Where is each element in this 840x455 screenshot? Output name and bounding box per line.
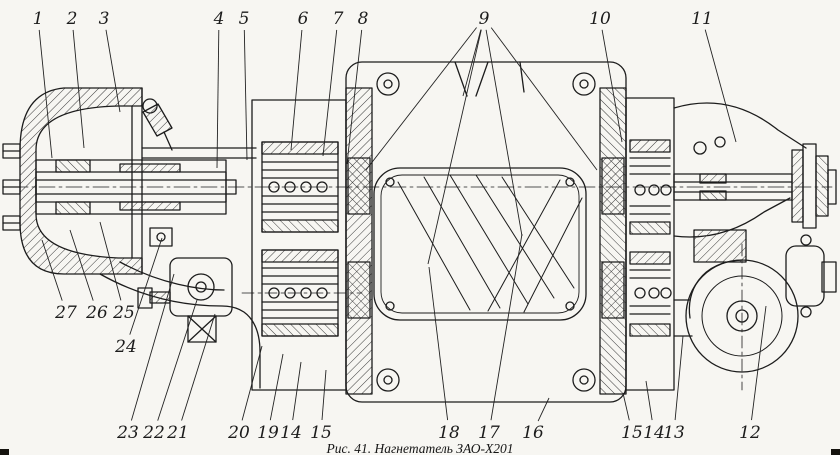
callout-label: 15	[621, 423, 643, 443]
leader-line	[346, 29, 363, 165]
callout-label: 20	[227, 423, 250, 443]
oil-line	[141, 147, 257, 159]
leader-line	[462, 29, 482, 97]
leader-line	[645, 380, 653, 421]
scan-artifact-right	[831, 449, 840, 455]
leader-line	[490, 27, 598, 171]
callout-label: 8	[358, 9, 369, 29]
callout-label: 5	[239, 9, 250, 29]
leader-line	[72, 29, 85, 149]
callout-label: 14	[643, 423, 665, 443]
leader-line	[241, 345, 263, 421]
leader-line	[130, 273, 175, 421]
callout-label: 26	[85, 303, 108, 323]
leader-line	[674, 335, 684, 421]
callout-label: 2	[66, 9, 78, 29]
leader-line	[129, 237, 163, 335]
leader-line	[622, 392, 630, 421]
callout-label: 14	[280, 423, 302, 443]
rotor-window-inner	[380, 174, 580, 314]
front-end-plate	[345, 87, 373, 395]
callout-label: 7	[333, 9, 344, 29]
leader-line	[322, 29, 338, 157]
callout-label: 23	[116, 423, 139, 443]
leader-line	[99, 221, 122, 301]
leader-line	[537, 397, 550, 422]
leader-line	[69, 229, 94, 301]
leader-line	[704, 29, 737, 143]
callout-label: 1	[33, 9, 44, 29]
callout-label: 16	[522, 423, 544, 443]
engineering-drawing	[0, 61, 840, 455]
callout-label: 13	[663, 423, 685, 443]
front-lower-seal	[347, 261, 371, 319]
leader-line	[427, 29, 482, 265]
leader-line	[292, 361, 302, 421]
callout-label: 11	[691, 9, 713, 29]
intake-duct	[99, 261, 261, 389]
leader-line	[290, 29, 303, 151]
callout-label: 6	[298, 9, 309, 29]
mounting-bolts	[2, 143, 21, 231]
callout-label: 18	[438, 423, 460, 443]
rear-end-plate	[599, 87, 627, 395]
leader-line	[428, 266, 449, 421]
leader-line	[38, 29, 53, 159]
leader-line	[365, 27, 477, 171]
callout-label: 19	[257, 423, 279, 443]
rear-bearing-block	[625, 97, 675, 391]
callout-label: 25	[112, 303, 135, 323]
callout-label: 10	[589, 9, 611, 29]
leader-line	[321, 369, 327, 421]
callout-label: 12	[739, 423, 761, 443]
leader-line	[485, 29, 523, 237]
leader-line	[243, 29, 248, 161]
front-shaft-seal	[347, 157, 371, 215]
leader-line	[105, 29, 121, 113]
callout-label: 22	[142, 423, 165, 443]
rotor-housing	[345, 61, 627, 403]
leader-line	[601, 29, 623, 143]
rotor-window	[373, 167, 587, 321]
pump-volute	[673, 229, 837, 373]
leader-line	[269, 353, 284, 421]
leader-line	[181, 313, 216, 421]
leader-line	[490, 233, 523, 421]
leader-line	[157, 299, 198, 421]
callout-label: 24	[114, 337, 137, 357]
leader-line	[41, 239, 63, 301]
corner-bolts	[376, 72, 596, 392]
callout-label: 3	[99, 9, 110, 29]
callout-label: 17	[478, 423, 500, 443]
leader-line	[216, 29, 220, 169]
figure-caption: Рис. 41. Нагнетатель ЗАО-Х201	[326, 441, 514, 455]
vent-fitting	[142, 98, 173, 151]
coupling-flange	[791, 143, 837, 229]
callout-label: 9	[479, 9, 490, 29]
callout-label: 27	[54, 303, 77, 323]
rear-shaft-seal	[601, 157, 625, 215]
callout-label: 21	[166, 423, 189, 443]
gear-train-upper	[261, 141, 339, 233]
scan-artifact-left	[0, 449, 9, 455]
gear-train-lower	[261, 249, 339, 337]
callout-label: 4	[213, 9, 225, 29]
rear-lower-seal	[601, 261, 625, 319]
input-shaft-assembly	[35, 159, 237, 215]
callout-label: 15	[310, 423, 332, 443]
leader-line	[751, 305, 767, 421]
rotor-lobes	[397, 174, 583, 313]
